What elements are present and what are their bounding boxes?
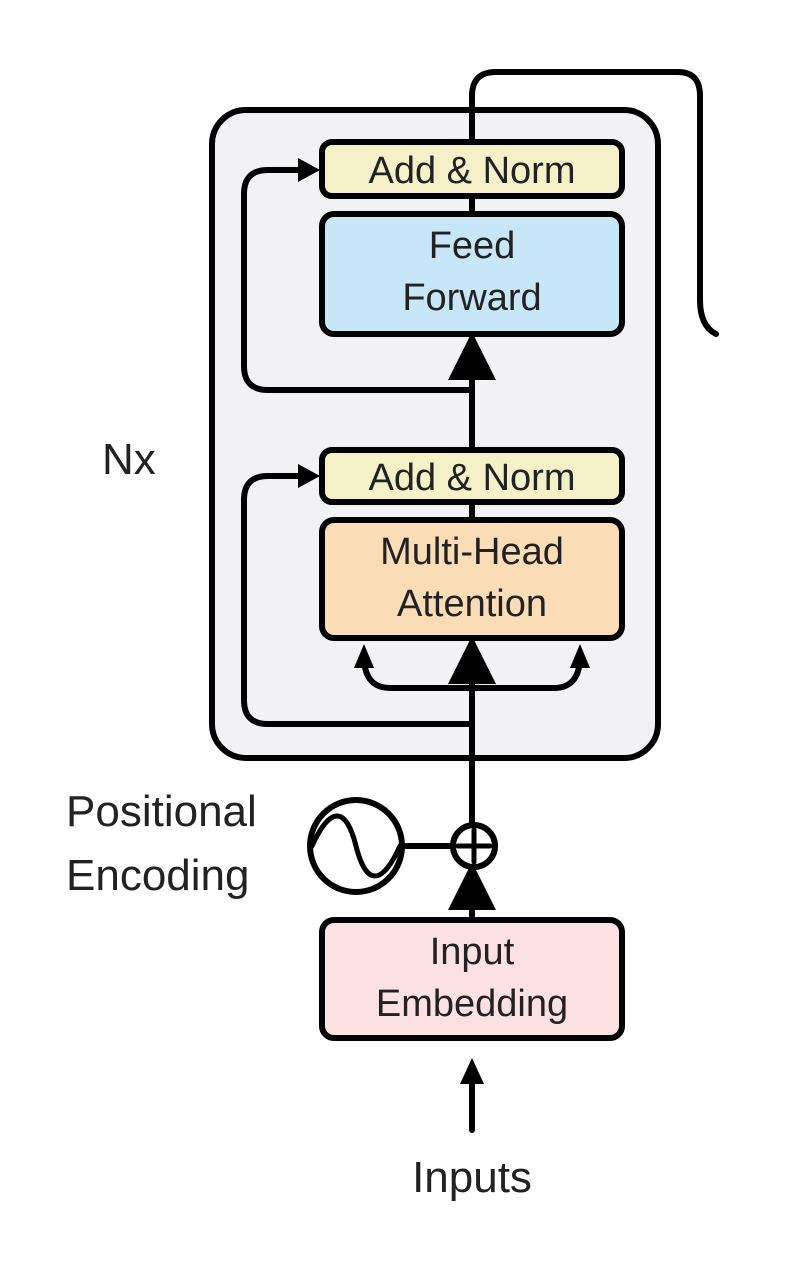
input-embedding-block: [319, 917, 625, 1041]
attention-fork-left-head: [354, 644, 374, 668]
multi-head-attention-block: [319, 517, 625, 641]
sine-wave-icon: [309, 813, 403, 879]
attention-fork-right-head: [570, 644, 590, 668]
input-embedding-label-line2: Embedding: [376, 983, 568, 1025]
add-norm-bottom-block: [319, 447, 625, 505]
inputs-label: Inputs: [412, 1153, 532, 1202]
feed-forward-label-line1: Feed: [429, 225, 516, 267]
residual-feedforward-head: [298, 158, 320, 182]
input-embedding-label-line1: Input: [430, 931, 515, 973]
add-norm-top-block: [319, 139, 625, 199]
positional-encoding-label-line2: Encoding: [66, 851, 249, 900]
feed-forward-label-line2: Forward: [402, 277, 541, 319]
add-norm-top-label: Add & Norm: [369, 150, 576, 192]
residual-attention: [241, 473, 475, 727]
positional-encoding-label-line1: Positional: [66, 787, 257, 836]
multi-head-attention-label-line1: Multi-Head: [380, 531, 564, 573]
input-arrow-head: [460, 1058, 484, 1084]
residual-feedforward: [241, 167, 475, 393]
feed-forward-block: [319, 211, 625, 337]
residual-attention-head: [298, 464, 320, 488]
multi-head-attention-label-line2: Attention: [397, 583, 547, 625]
output-connector: [469, 69, 719, 337]
repeat-label: Nx: [102, 435, 156, 484]
add-node-plus-icon: [455, 827, 493, 865]
add-norm-bottom-label: Add & Norm: [369, 457, 576, 499]
encoder-frame: [209, 107, 661, 761]
